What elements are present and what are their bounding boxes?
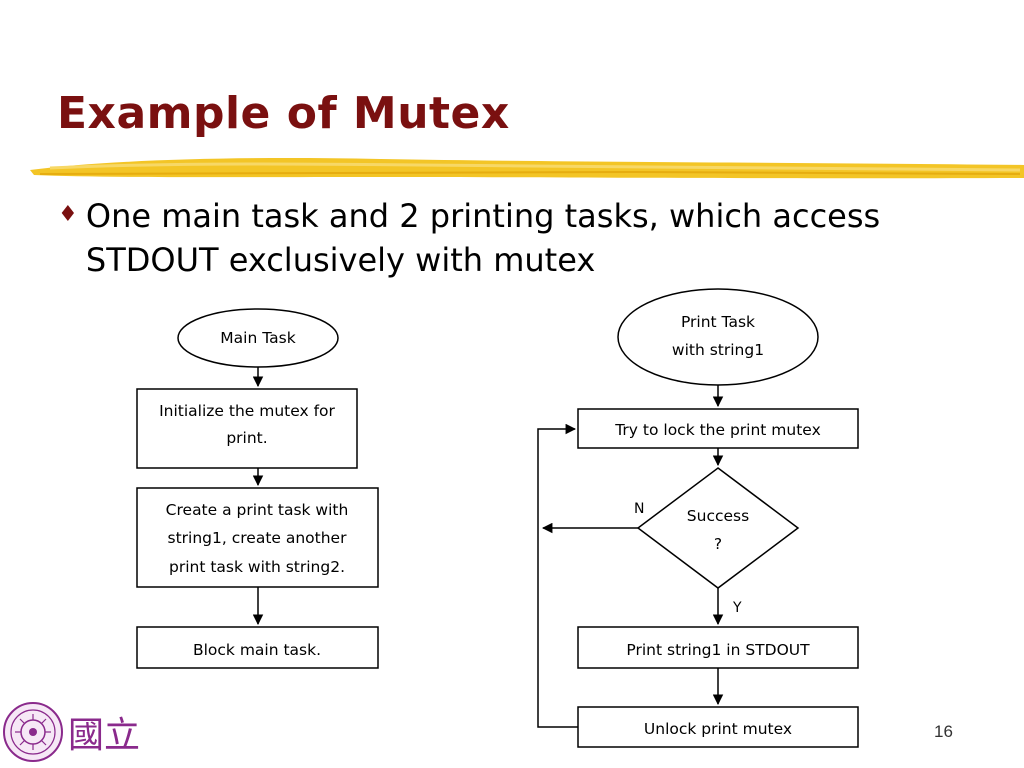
try-lock-label: Try to lock the print mutex: [614, 421, 821, 439]
success-decision-node: Success ?: [636, 467, 800, 589]
print-task-node: Print Task with string1: [617, 288, 819, 386]
create-tasks-node: Create a print task with string1, create…: [136, 487, 379, 588]
print-string-node: Print string1 in STDOUT: [577, 626, 859, 669]
right-flowchart: Print Task with string1 Try to lock the …: [537, 288, 859, 748]
diamond-bullet-icon: ♦: [58, 202, 78, 227]
print-task-line1: Print Task: [681, 313, 755, 331]
title-underline-brush: [30, 158, 1024, 179]
loop-back-arrow: [537, 423, 578, 728]
try-lock-node: Try to lock the print mutex: [577, 408, 859, 449]
main-task-node: Main Task: [177, 308, 339, 368]
unlock-mutex-node: Unlock print mutex: [577, 706, 859, 748]
no-branch-label: N: [634, 501, 644, 517]
initialize-mutex-node: Initialize the mutex for print.: [136, 388, 358, 469]
success-decision-line2: ?: [714, 535, 722, 553]
logo-text: 國立: [68, 715, 140, 756]
university-seal-icon: 國立: [3, 702, 140, 762]
create-tasks-line3: print task with string2.: [169, 558, 345, 576]
print-task-line2: with string1: [672, 341, 764, 359]
create-tasks-line1: Create a print task with: [166, 501, 349, 519]
block-main-task-label: Block main task.: [193, 641, 321, 659]
bullet-text: One main task and 2 printing tasks, whic…: [85, 197, 881, 279]
main-task-label: Main Task: [220, 329, 295, 347]
bullet-item: ♦ One main task and 2 printing tasks, wh…: [58, 194, 958, 282]
block-main-task-node: Block main task.: [136, 626, 379, 669]
slide-title: Example of Mutex: [57, 88, 510, 139]
create-tasks-line2: string1, create another: [168, 529, 348, 547]
yes-branch-label: Y: [732, 600, 742, 616]
initialize-mutex-line2: print.: [226, 429, 267, 447]
left-flowchart: Main Task Initialize the mutex for print…: [136, 308, 379, 669]
page-number: 16: [934, 722, 953, 741]
initialize-mutex-line1: Initialize the mutex for: [159, 402, 335, 420]
print-string-label: Print string1 in STDOUT: [626, 641, 810, 659]
unlock-mutex-label: Unlock print mutex: [644, 720, 792, 738]
success-decision-line1: Success: [687, 507, 749, 525]
